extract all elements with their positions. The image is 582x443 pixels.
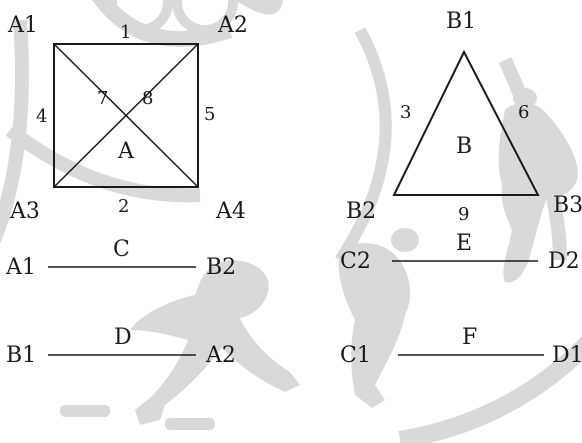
vertex-label-b2: B2	[346, 199, 376, 224]
watermark-skater	[130, 260, 300, 425]
watermark-arc	[5, 124, 201, 203]
vertex-label-b1: B1	[446, 9, 476, 34]
segment-label: F	[462, 325, 477, 350]
segment-label: D	[114, 325, 132, 350]
edge-label-triangle-right: 6	[518, 102, 529, 123]
edge-label-diagonal-right: 8	[142, 88, 153, 109]
watermark-skate	[165, 418, 215, 430]
watermark-ring	[172, 0, 238, 35]
segment-start-label: B1	[6, 343, 36, 368]
watermark-skater-head	[225, 264, 265, 292]
edge-label-left: 4	[36, 106, 47, 127]
triangle-outline	[392, 49, 540, 196]
square-outline	[53, 43, 199, 188]
watermark-skater	[498, 102, 579, 283]
watermark-arc	[0, 19, 29, 245]
segment-end-label: D2	[548, 249, 580, 274]
vertex-label-a4: A4	[215, 199, 246, 224]
segment-label: E	[456, 231, 472, 256]
segment-e: C2 D2 E	[340, 231, 580, 274]
watermark-arc	[398, 336, 582, 443]
vertex-label-a1: A1	[7, 13, 38, 38]
segment-c: A1 B2 C	[5, 237, 236, 280]
segment-d: B1 A2 D	[6, 325, 236, 368]
vertex-label-a2: A2	[217, 13, 248, 38]
watermark-skate	[60, 405, 110, 417]
watermark-skater	[338, 243, 411, 408]
edge-label-triangle-bottom: 9	[458, 204, 469, 225]
edge-label-triangle-left: 3	[400, 102, 411, 123]
figure-label-b: B	[456, 134, 472, 159]
edge-label-bottom: 2	[118, 196, 129, 217]
vertex-label-b3: B3	[553, 193, 582, 218]
segment-end-label: D1	[552, 343, 582, 368]
segment-label: C	[113, 237, 130, 262]
segment-f: C1 D1 F	[340, 325, 582, 368]
segment-start-label: C2	[340, 249, 371, 274]
watermark-skater-head	[391, 228, 419, 252]
segment-end-label: B2	[206, 255, 236, 280]
watermark-ring	[107, 0, 173, 35]
square-diagonal	[53, 43, 199, 188]
watermark-arc	[92, 0, 233, 47]
edge-label-right: 5	[204, 104, 215, 125]
triangle-figure: B1 B2 B3 3 6 9 B	[346, 9, 582, 225]
vertex-label-a3: A3	[9, 199, 40, 224]
segment-end-label: A2	[205, 343, 236, 368]
figure-label-a: A	[117, 139, 135, 164]
edge-label-top: 1	[120, 22, 131, 43]
watermark-arc	[335, 27, 392, 264]
segment-start-label: A1	[5, 255, 36, 280]
square-figure: A1 A2 A3 A4 1 2 4 5 7 8 A	[7, 13, 248, 224]
segment-start-label: C1	[340, 343, 371, 368]
edge-label-diagonal-left: 7	[97, 88, 108, 109]
watermark-arc	[236, 0, 283, 15]
watermark-arc	[498, 57, 567, 261]
